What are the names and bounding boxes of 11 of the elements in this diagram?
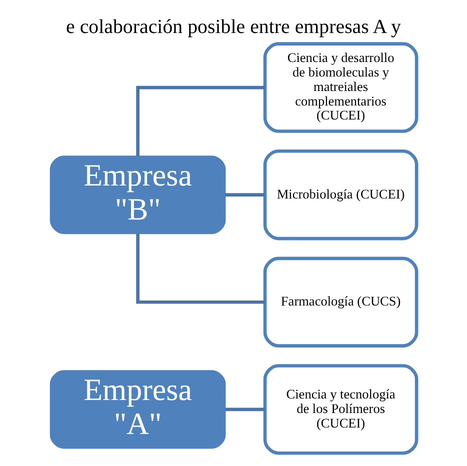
connector (136, 234, 265, 304)
node-box: Empresa "A" (50, 370, 226, 449)
node-box: Microbiología (CUCEI) (263, 149, 418, 240)
node-box: Ciencia y desarrollo de biomoleculas y matreiales complementarios (CUCEI) (263, 42, 418, 133)
node-box: Ciencia y tecnología de los Polímeros (CUCEI) (263, 364, 418, 455)
node-box: Farmacología (CUCS) (263, 256, 418, 348)
node-box: Empresa "B" (50, 156, 226, 234)
connector (225, 193, 266, 196)
diagram-title: e colaboración posible entre empresas A y (66, 16, 401, 38)
connector (225, 408, 266, 412)
connector (136, 86, 265, 156)
